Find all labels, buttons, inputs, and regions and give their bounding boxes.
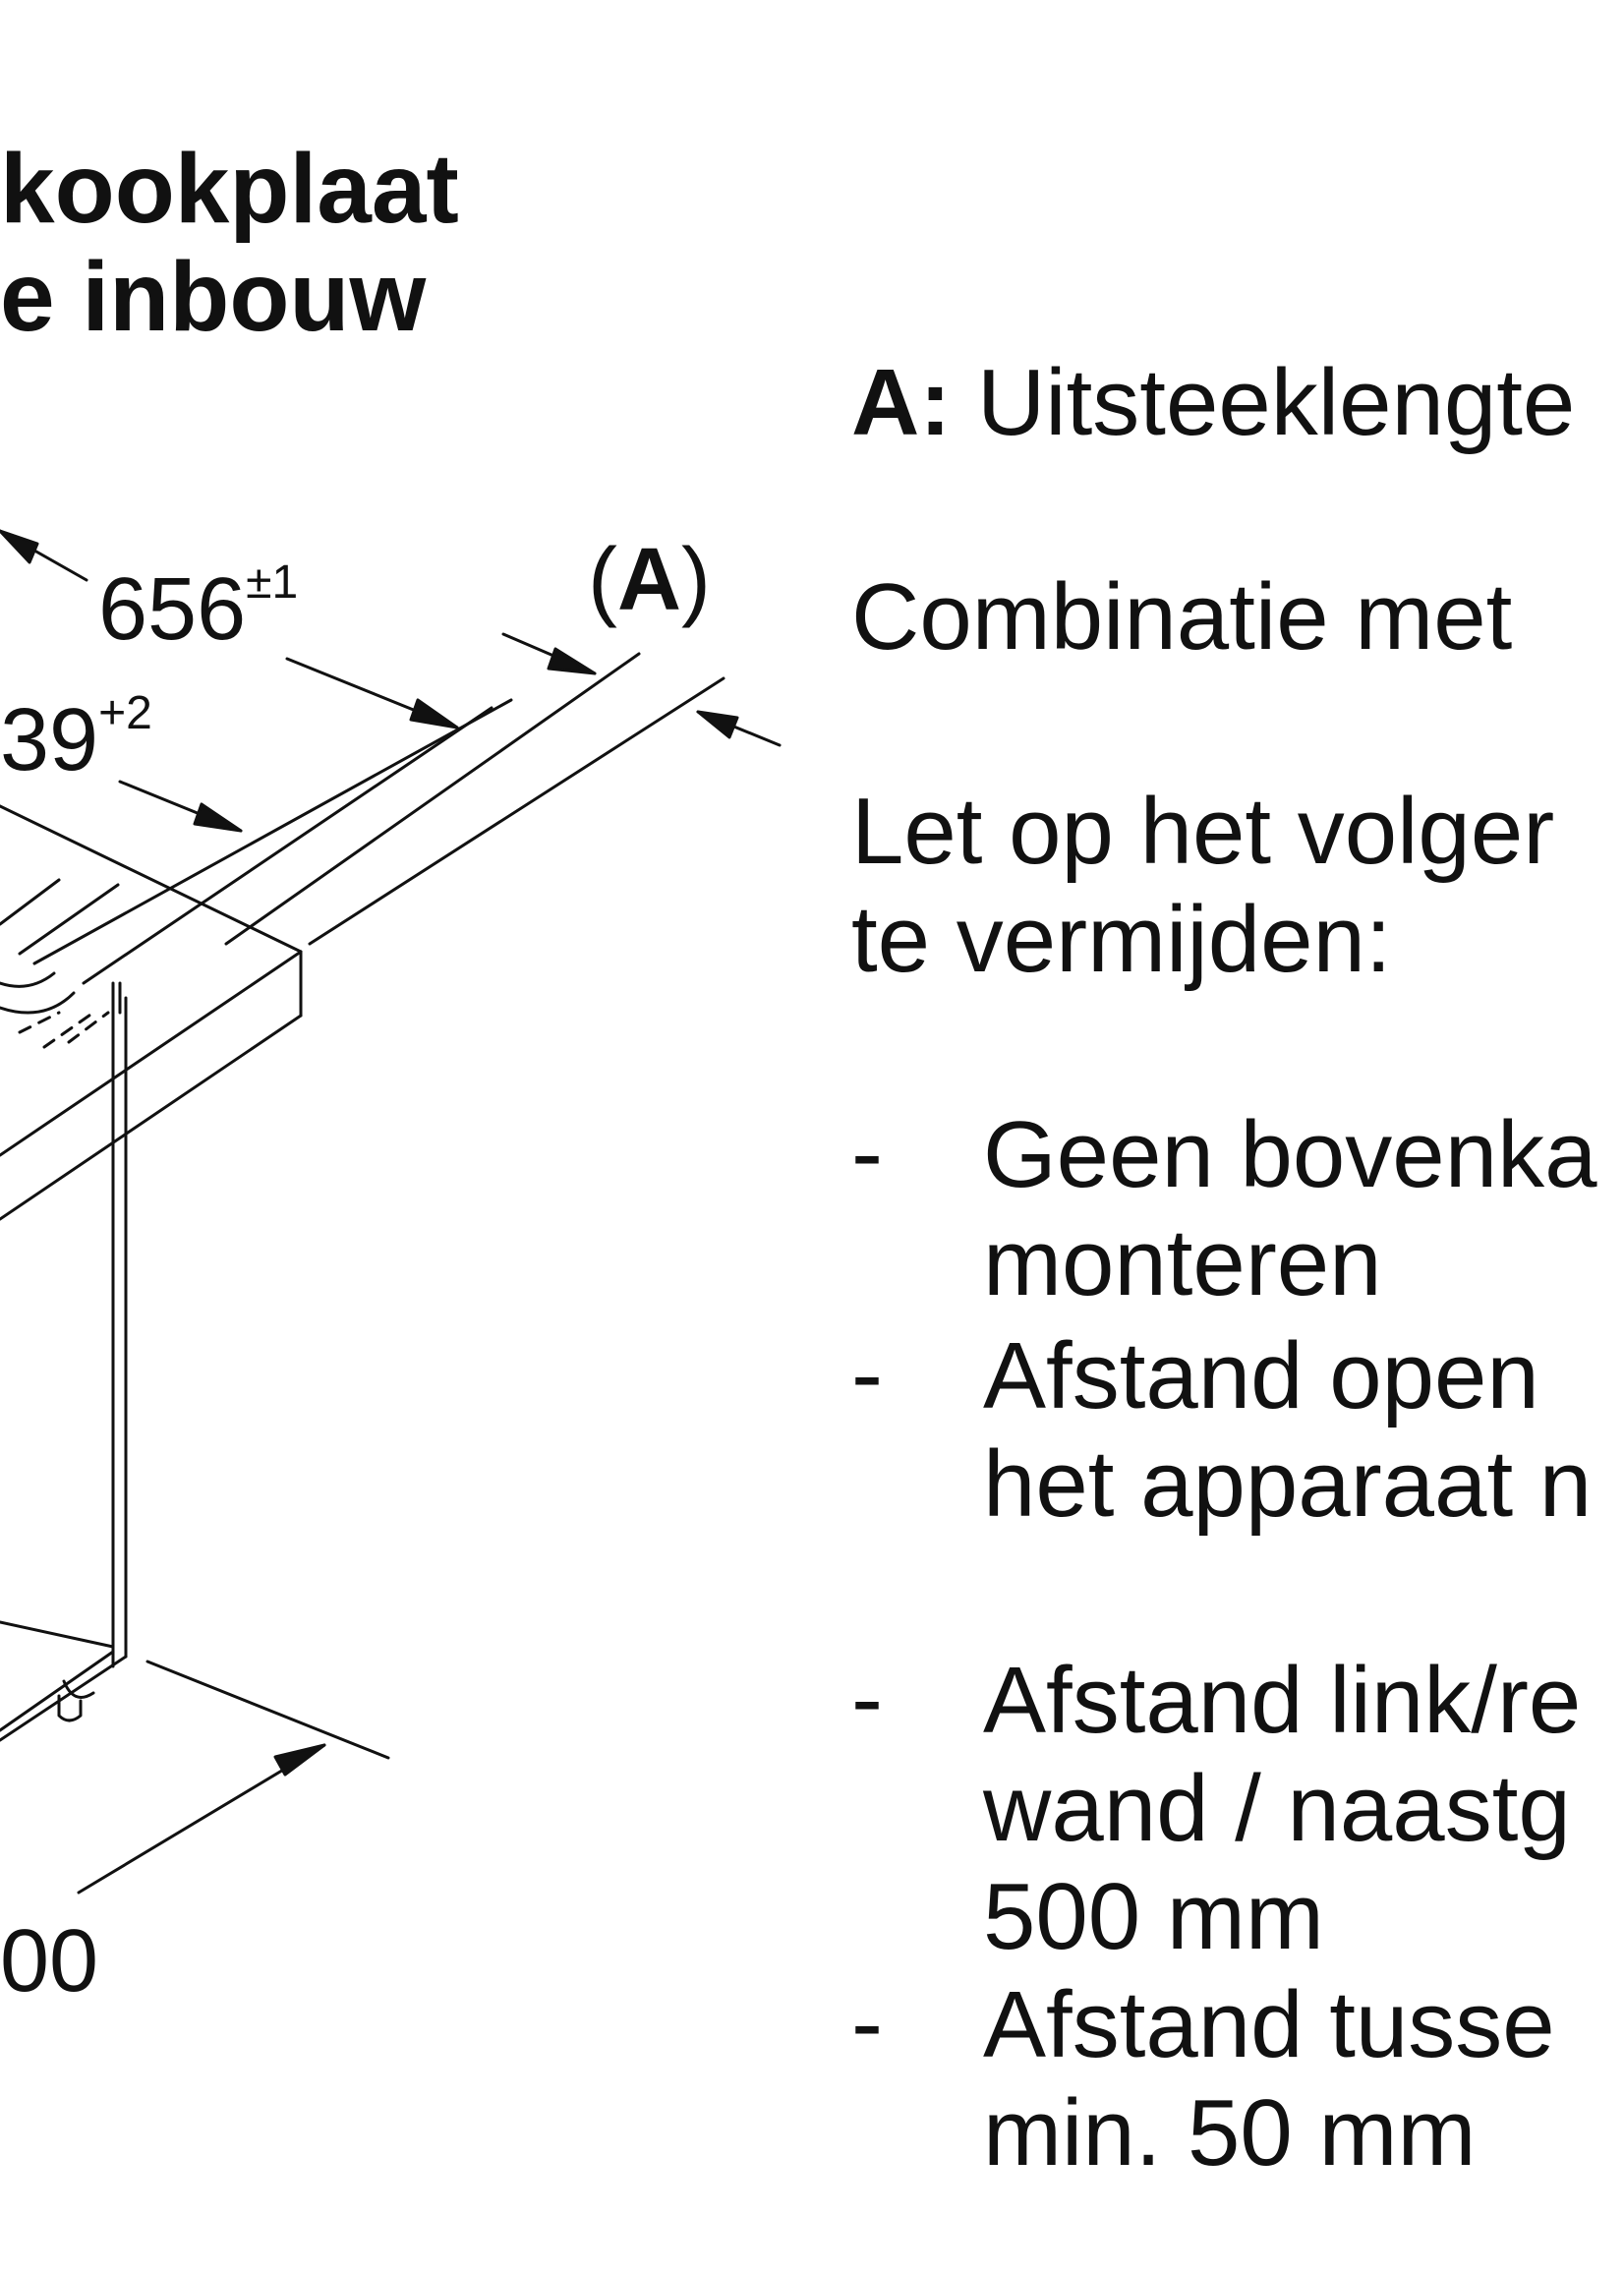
countertop-back-edge	[0, 804, 303, 954]
item-4-line-1: Afstand tusse	[983, 1972, 1555, 2077]
cutout-line-1	[18, 883, 120, 956]
item-2-line-1: Afstand open	[983, 1323, 1539, 1429]
arrow-bottom	[273, 1743, 326, 1777]
dimension-bottom: 00	[0, 1912, 99, 2011]
item-3-line-2: wand / naastg	[983, 1756, 1571, 1861]
bullet-2: -	[851, 1321, 883, 1427]
item-2-line-2: het apparaat n	[983, 1431, 1593, 1537]
item-3-line-1: Afstand link/re	[983, 1648, 1582, 1753]
cabinet-bottom-edge	[0, 1655, 128, 1742]
ext-line-656	[224, 652, 641, 946]
page-title-line-2: e inbouw	[0, 242, 427, 352]
countertop-front-edge	[0, 950, 303, 1157]
dimension-639: 39+2	[0, 687, 152, 789]
item-1-line-2: monteren	[983, 1210, 1382, 1315]
dimension-656: 656±1	[98, 556, 299, 659]
item-4-line-2: min. 50 mm	[983, 2080, 1477, 2186]
bullet-1: -	[851, 1100, 883, 1205]
arrow-a-left	[547, 647, 597, 675]
cabinet-bottom-back	[0, 1620, 115, 1649]
combination-text: Combinatie met	[851, 564, 1513, 670]
cutout-corner-2	[0, 991, 76, 1015]
cabinet-foot-2	[57, 1694, 83, 1722]
bullet-4: -	[851, 1970, 883, 2075]
arrow-a-right	[696, 710, 739, 739]
hidden-line-3	[67, 1011, 110, 1044]
cabinet-bottom-front	[0, 1650, 115, 1732]
page-title-line-1: kookplaat	[0, 134, 459, 244]
bullet-3: -	[851, 1646, 883, 1751]
ext-line-bottom-1	[145, 1660, 390, 1760]
legend-a: A: Uitsteeklengte	[851, 350, 1576, 455]
dimension-a-label: (A)	[588, 531, 711, 629]
arrow-656-left	[0, 529, 39, 564]
hidden-line-1	[18, 1011, 61, 1034]
arrow-656-right	[409, 698, 459, 729]
ext-line-a	[308, 676, 725, 946]
hidden-line-2	[42, 1011, 95, 1049]
cabinet-foot-1	[62, 1679, 95, 1699]
item-1-line-1: Geen bovenka	[983, 1102, 1597, 1207]
cutout-line-2	[0, 878, 61, 926]
cutout-corner	[0, 971, 56, 988]
item-3-line-3: 500 mm	[983, 1864, 1324, 1969]
countertop-front-bottom	[0, 1014, 303, 1221]
ext-line-639	[82, 706, 493, 985]
arrow-639	[193, 802, 243, 833]
notice-line-2: te vermijden:	[851, 887, 1392, 992]
notice-line-1: Let op het volger	[851, 779, 1555, 884]
ext-line-639b	[32, 698, 513, 965]
